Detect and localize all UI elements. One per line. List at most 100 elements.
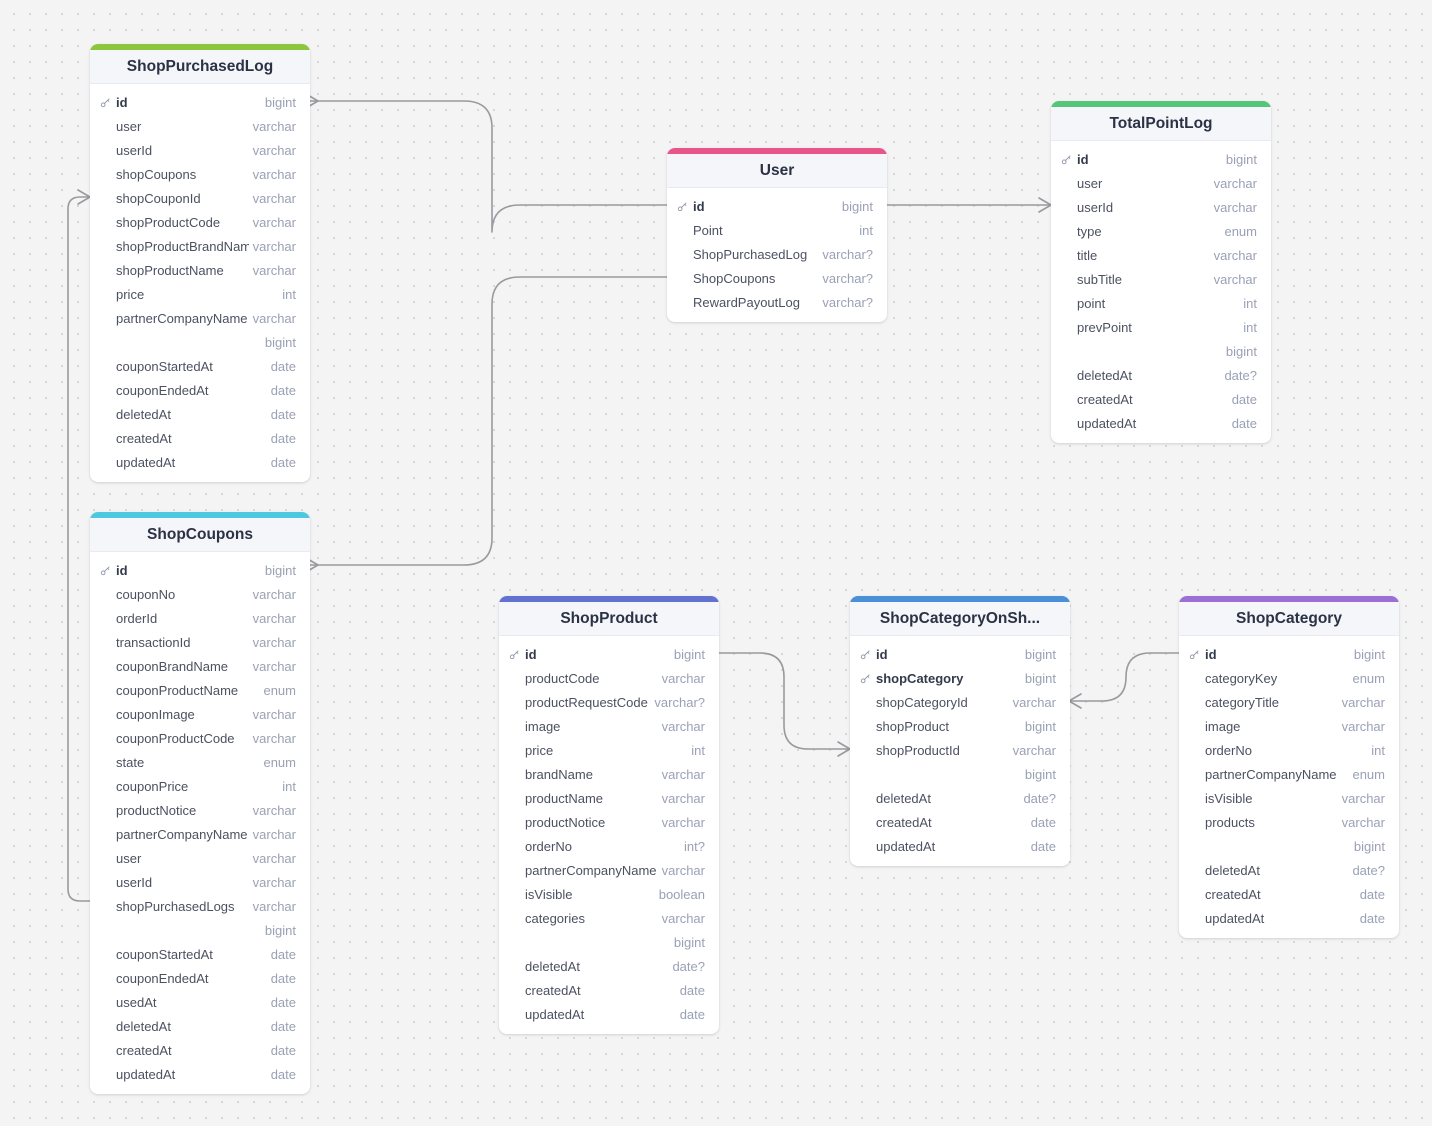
column-row-blank[interactable]: bigint bbox=[1179, 834, 1399, 858]
table-title[interactable]: ShopCoupons bbox=[90, 518, 310, 552]
table-title[interactable]: ShopCategory bbox=[1179, 602, 1399, 636]
column-row-blank[interactable]: bigint bbox=[499, 930, 719, 954]
column-row-blank[interactable]: bigint bbox=[1051, 339, 1271, 363]
column-row-blank[interactable]: bigint bbox=[90, 330, 310, 354]
table-title[interactable]: ShopProduct bbox=[499, 602, 719, 636]
table-title[interactable]: User bbox=[667, 154, 887, 188]
column-row-blank[interactable]: bigint bbox=[850, 762, 1070, 786]
table-title[interactable]: TotalPointLog bbox=[1051, 107, 1271, 141]
table-title[interactable]: ShopPurchasedLog bbox=[90, 50, 310, 84]
column-row-blank[interactable]: bigint bbox=[90, 918, 310, 942]
